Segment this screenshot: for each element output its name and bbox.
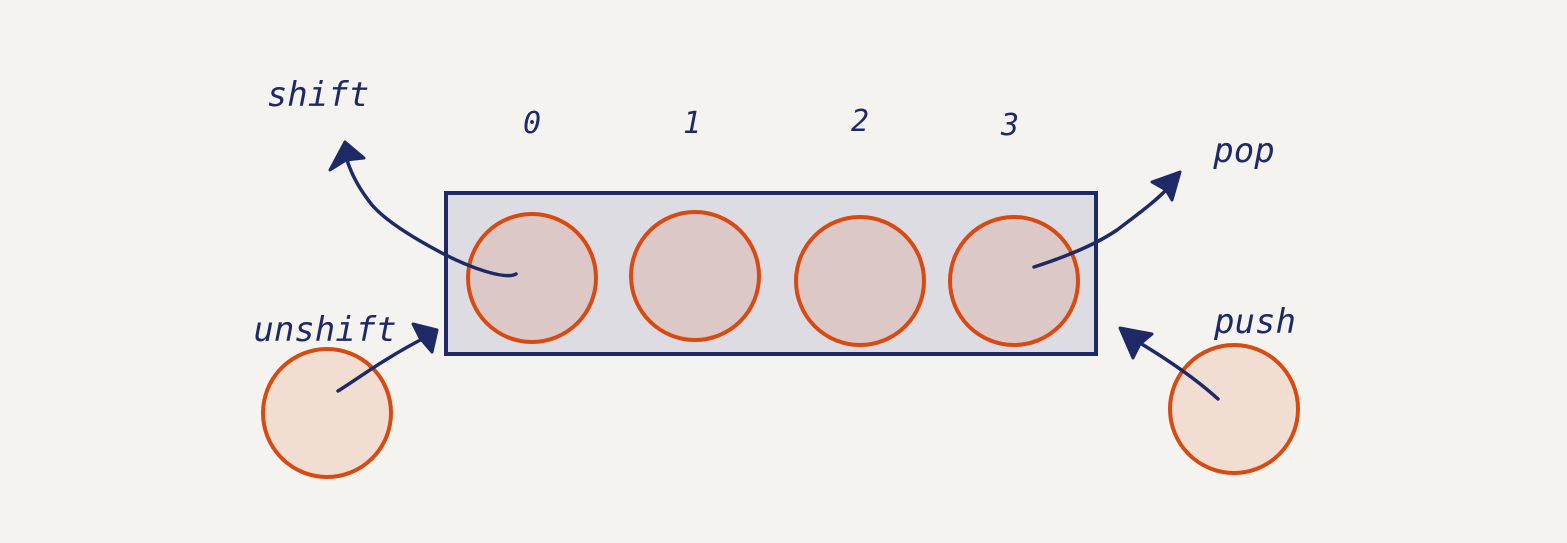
- unshift-label: unshift: [253, 310, 396, 350]
- push-arrowhead: [1118, 326, 1154, 360]
- index-label-0: 0: [523, 106, 541, 141]
- shift-arrow: [345, 158, 518, 278]
- pop-arrowhead: [1150, 170, 1182, 202]
- array-element-0: [466, 212, 598, 344]
- shift-arrowhead: [328, 140, 366, 172]
- array-element-2: [794, 215, 926, 347]
- array-element-3: [948, 215, 1080, 347]
- index-label-2: 2: [851, 104, 869, 139]
- push-arrow: [1138, 341, 1220, 401]
- index-label-1: 1: [683, 106, 701, 141]
- shift-label: shift: [267, 75, 369, 115]
- unshift-arrowhead: [411, 322, 439, 354]
- unshift-element: [261, 347, 393, 479]
- index-label-3: 3: [1000, 108, 1019, 143]
- push-label: push: [1213, 302, 1296, 342]
- pop-label: pop: [1212, 131, 1274, 171]
- pop-arrow: [1032, 184, 1172, 269]
- array-element-1: [629, 210, 761, 342]
- unshift-arrow: [336, 334, 430, 393]
- push-element: [1168, 343, 1300, 475]
